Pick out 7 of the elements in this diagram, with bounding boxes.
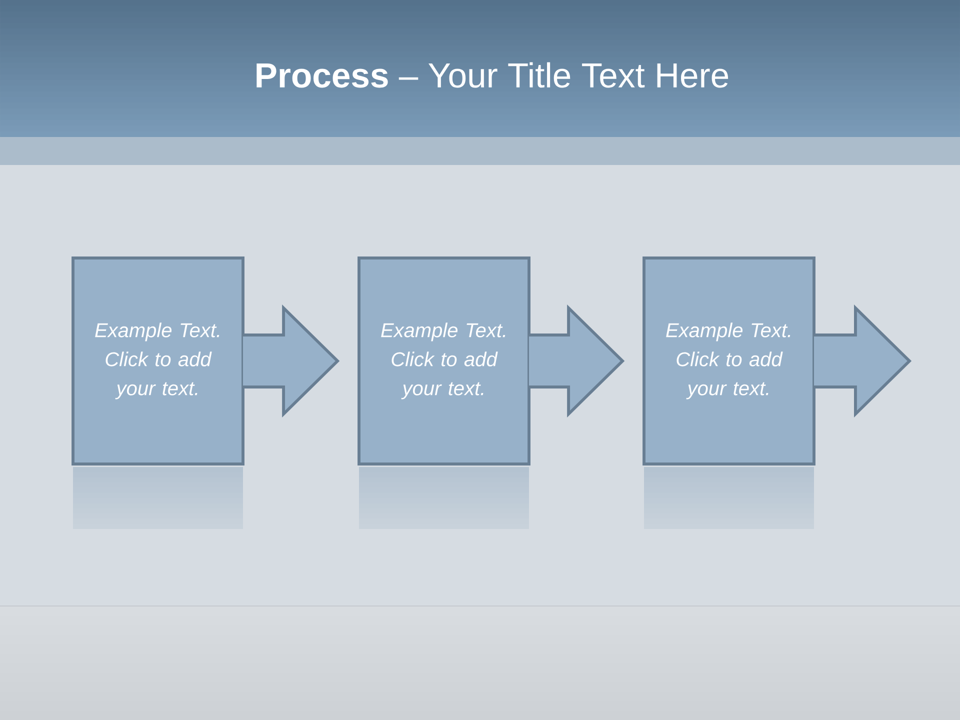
slide-title: Process – Your Title Text Here (256, 62, 728, 88)
process-box: Example Text. Click to add your text. (642, 256, 816, 466)
block-arrow (242, 304, 340, 418)
block-arrow (528, 304, 625, 418)
process-box: Example Text. Click to add your text. (72, 256, 244, 466)
process-box: Example Text. Click to add your text. (358, 256, 530, 466)
block-arrow (812, 304, 912, 418)
